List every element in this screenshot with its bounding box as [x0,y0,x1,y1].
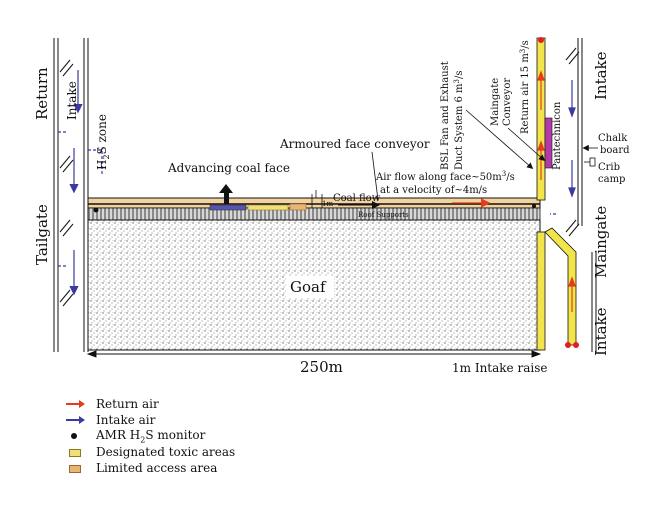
coal-face [87,197,541,221]
svg-text:BSL Fan and Exhaust: BSL Fan and Exhaust [440,61,451,170]
afc-pointer [371,151,379,201]
maingate-conveyor-label: Maingate Conveyor [490,78,513,126]
length-label: 250m [300,358,343,376]
tailgate-stoppings [59,59,74,307]
h2s-zone-label: H2S zone [95,114,111,170]
air-flow-label: Air flow along face~50m3/s at a velocity… [375,170,515,196]
legend-item-return-air: Return air [66,396,235,412]
pantechnicon-label: Pantechnicon [552,101,563,170]
legend-item-limited: Limited access area [66,460,235,476]
coal-flow-label: Coal flow [333,193,381,204]
h2s-monitor-dot-main [532,204,536,208]
limited-area-swatch-icon [66,463,86,473]
conveyor-pointer [507,127,546,162]
roof-supports-label: Roof Supports [358,211,409,219]
maingate-intake-roadway [565,38,597,352]
intake-raise-dot-1 [565,342,571,348]
svg-text:H2S zone: H2S zone [95,114,111,170]
intake-right-bottom-label: Intake [592,307,610,356]
maingate-label: Maingate [592,206,610,278]
intake-left-label: Intake [65,81,79,120]
intake-raise-dot-2 [573,342,579,348]
intake-raise-label: 1m Intake raise [452,361,547,375]
legend-item-intake-air: Intake air [66,412,235,428]
afc-label: Armoured face conveyor [279,137,430,151]
svg-text:Maingate: Maingate [490,78,501,126]
one-m-label: 1m [322,200,333,208]
legend-text: Return air [96,397,159,411]
svg-text:Duct System 6 m3/s: Duct System 6 m3/s [453,71,465,171]
one-m-marker [311,190,323,208]
svg-text:Crib: Crib [598,162,620,173]
legend-item-toxic: Designated toxic areas [66,444,235,460]
return-roadway [536,37,577,351]
return-left-label: Return [33,67,51,120]
svg-text:Chalk: Chalk [598,133,628,144]
goaf-label-bg [286,276,334,298]
toxic-area-swatch-icon [66,447,86,457]
bsl-fan-label: BSL Fan and Exhaust Duct System 6 m3/s [440,61,465,170]
bsl-pointer [465,109,534,170]
tailgate-label: Tailgate [33,204,51,265]
intake-right-top-label: Intake [592,51,610,100]
return-air-15-label: Return air 15 m3/s [519,40,531,134]
tailgate-intake-arrows [58,70,103,296]
advancing-arrow [219,184,233,204]
crib-camp-label: Crib camp [598,162,625,185]
svg-text:Air flow along face~50m3/s: Air flow along face~50m3/s [375,170,515,183]
return-air-arrows [537,70,576,312]
monitor-dot-icon [66,431,86,441]
goaf-label: Goaf [290,278,327,296]
legend-text: Limited access area [96,461,218,475]
svg-text:camp: camp [598,174,625,185]
crib-camp-box [589,157,596,167]
svg-text:Conveyor: Conveyor [502,78,513,126]
legend-item-h2s-monitor: AMR H2S monitor [66,428,235,444]
h2s-monitor-dot-tail [93,207,99,213]
maingate-intake-arrows [550,80,576,215]
tailgate-roadway [53,38,103,352]
svg-text:Return air 15 m3/s: Return air 15 m3/s [519,40,531,134]
advancing-label: Advancing coal face [167,161,290,175]
maingate-conveyor [544,117,553,169]
chalk-board-label: Chalk board [598,133,630,156]
return-air-arrow-icon [66,399,86,409]
svg-text:board: board [600,145,630,156]
svg-text:at a velocity of~4m/s: at a velocity of~4m/s [380,185,487,196]
legend: Return air Intake air AMR H2S monitor De… [66,396,235,476]
length-dimension [86,350,542,358]
legend-text: AMR H2S monitor [96,427,206,445]
intake-air-arrow-icon [66,415,86,425]
legend-text: Intake air [96,413,156,427]
legend-text: Designated toxic areas [96,445,236,459]
